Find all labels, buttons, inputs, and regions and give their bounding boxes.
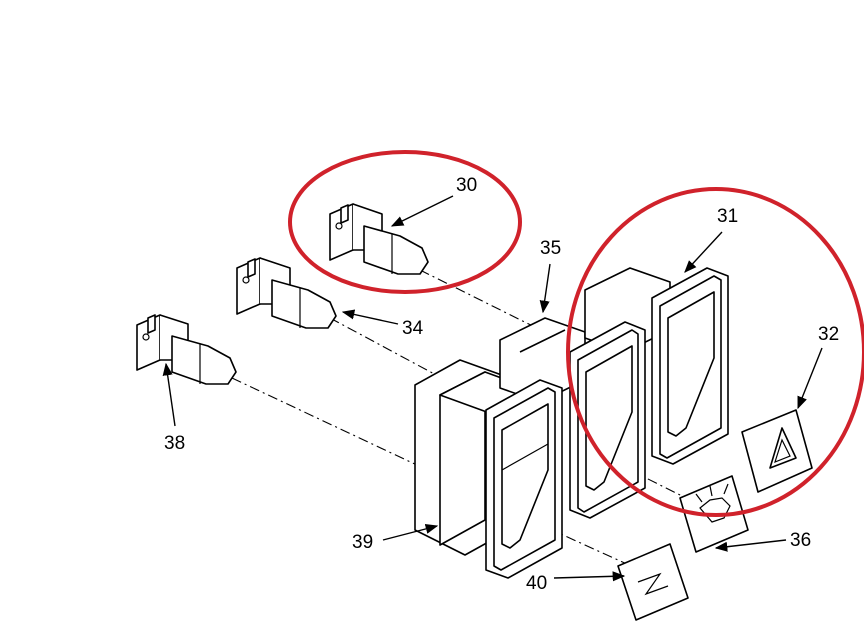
rocker-switch-31 — [651, 267, 729, 465]
callout-32: 32 — [818, 324, 839, 345]
callout-31: 31 — [717, 206, 738, 227]
spacer-35 — [499, 267, 671, 403]
callout-39: 39 — [352, 532, 373, 553]
callout-36: 36 — [790, 530, 811, 551]
lamp-socket-38 — [136, 314, 237, 385]
rocker-switch-middle — [569, 321, 646, 519]
lamp-socket-30 — [329, 203, 429, 275]
lamp-socket-34 — [236, 257, 337, 329]
leader-lines — [162, 195, 823, 582]
callout-38: 38 — [164, 433, 185, 454]
highlight-circle-30 — [288, 150, 522, 294]
lens-32-hazard-triangle — [741, 409, 813, 493]
callout-40: 40 — [526, 573, 547, 594]
callout-30: 30 — [456, 175, 477, 196]
highlight-circle-31-32 — [566, 187, 864, 517]
rocker-switch-front — [485, 379, 563, 579]
lens-40-wiper-symbol — [617, 543, 689, 621]
callout-34: 34 — [402, 318, 424, 339]
callout-35: 35 — [540, 238, 561, 259]
